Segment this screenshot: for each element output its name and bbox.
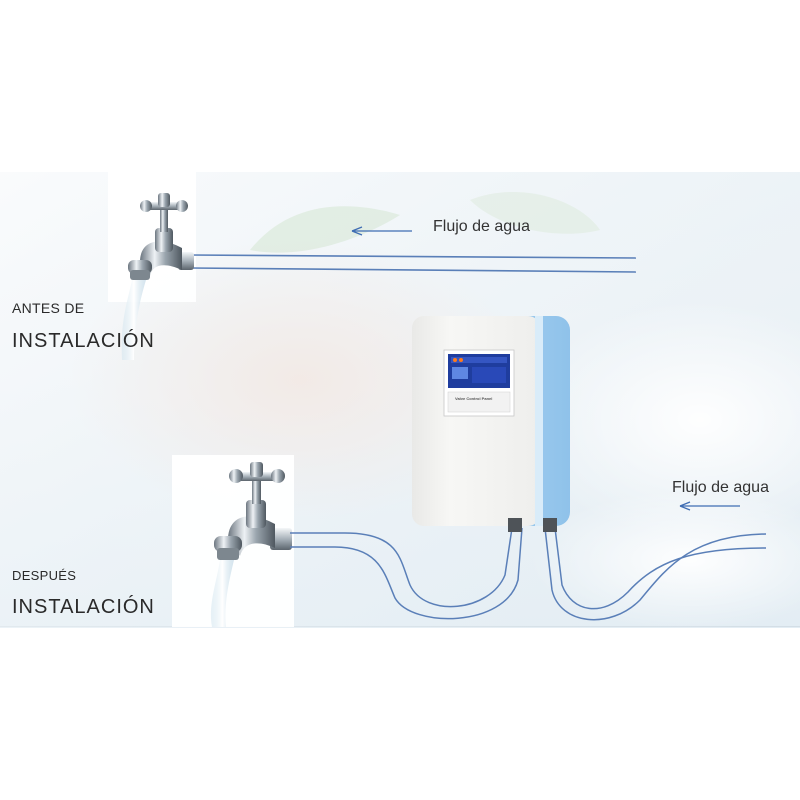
leaf-backdrop <box>250 206 400 253</box>
flow-arrow-icon-right <box>679 501 740 511</box>
pipe-bottom <box>290 527 767 621</box>
water-stream-icon-bottom <box>210 560 234 627</box>
water-stream-icon <box>121 280 146 360</box>
flow-label-right: Flujo de agua <box>672 479 769 496</box>
faucet-bottom-icon <box>214 462 292 560</box>
flow-label-top: Flujo de agua <box>433 218 530 235</box>
pipe-top-upper <box>189 254 637 259</box>
flow-arrow-icon <box>351 226 412 236</box>
after-label-line2: INSTALACIÓN <box>12 596 155 618</box>
cloud-backdrop-lower <box>530 490 800 630</box>
before-label-line2: INSTALACIÓN <box>12 330 155 352</box>
leaf-backdrop-2 <box>470 191 600 234</box>
panel-caption: Valve Control Panel <box>455 396 493 401</box>
before-label-line1: ANTES DE <box>12 300 85 316</box>
faucet-top-backdrop <box>108 172 196 302</box>
after-label-line1: DESPUÉS <box>12 568 77 583</box>
cloud-backdrop <box>520 300 800 540</box>
pipe-top-lower <box>189 267 637 273</box>
faucet-top-icon <box>128 193 194 280</box>
water-softener-device <box>412 316 570 532</box>
